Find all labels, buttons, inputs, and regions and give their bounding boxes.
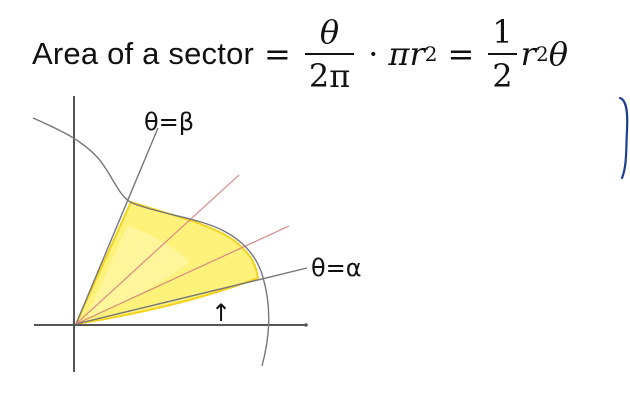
radius-symbol-1: r [409,35,425,73]
radial-line-2 [75,225,290,325]
exponent-1: 2 [424,42,438,66]
fraction-one-half: 1 2 [488,13,517,92]
polar-curve [32,117,270,367]
formula-lead-text: Area of a sector [32,36,255,71]
x-axis-end-dot [304,323,308,327]
radius-symbol-2: r [520,35,536,73]
up-arrow-icon: ↑ [211,299,231,327]
radial-line-1 [75,174,240,325]
ray-theta-alpha [75,267,308,325]
sector-area-formula: Area of a sector = θ 2π · π r 2 = 1 2 r … [32,8,568,100]
label-theta-equals-alpha: θ=α [311,254,362,282]
sector-inner-shade [86,225,190,318]
equals-sign-1: = [264,35,291,73]
exponent-2: 2 [535,42,549,66]
fraction-theta-over-2pi: θ 2π [304,13,355,92]
pi-symbol: π [388,35,410,73]
theta-symbol: θ [548,35,568,73]
fraction-1-numerator: θ [319,13,340,51]
fraction-2-numerator: 1 [492,13,513,51]
fraction-1-denominator: 2π [304,53,355,92]
right-edge-bracket-mark [618,96,629,180]
fraction-2-denominator: 2 [488,53,517,92]
label-theta-equals-beta: θ=β [144,108,194,136]
ray-theta-beta [75,127,159,325]
multiply-dot: · [368,35,379,73]
equals-sign-2: = [447,35,475,73]
